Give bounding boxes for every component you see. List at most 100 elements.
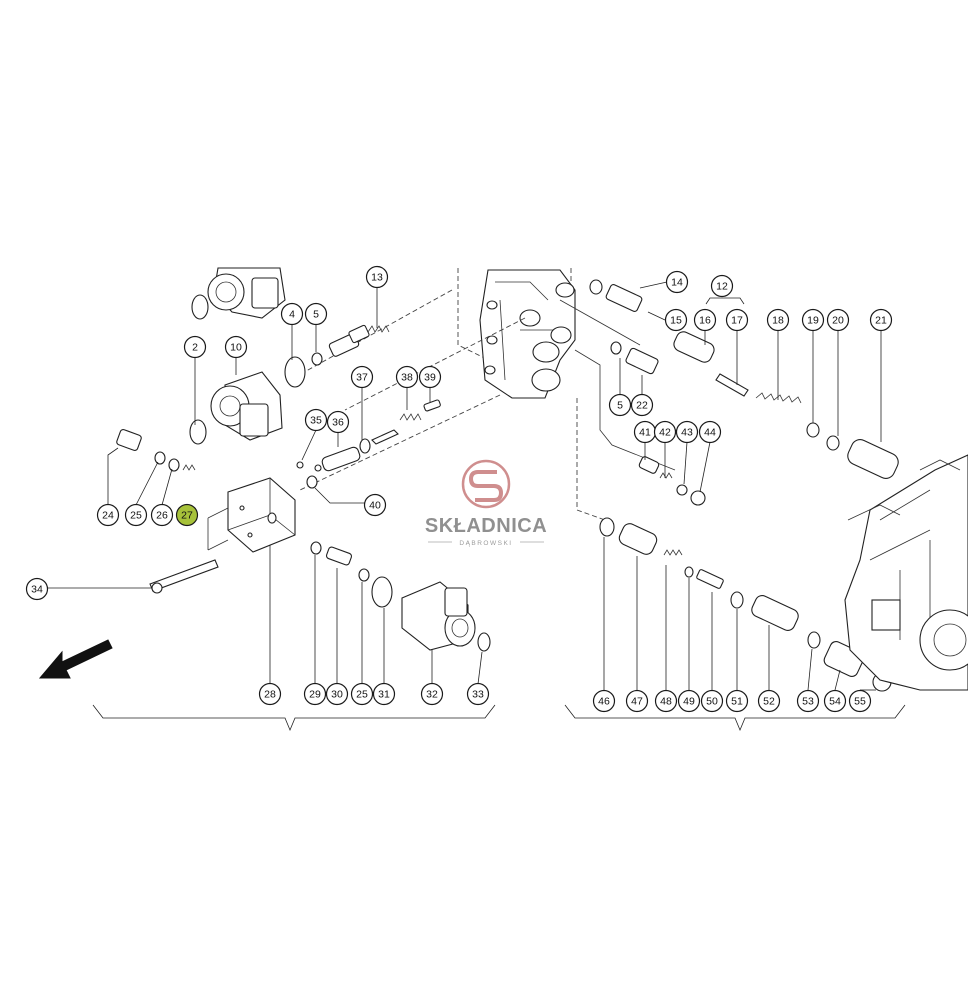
- parts-16-21: [673, 331, 899, 479]
- callout-24[interactable]: 24: [96, 503, 120, 527]
- parts-46-55: [599, 517, 892, 692]
- callout-circle: [258, 682, 282, 706]
- direction-arrow-icon: [38, 639, 113, 679]
- callout-label: 42: [659, 427, 671, 439]
- callout-label: 4: [289, 309, 295, 321]
- callout-35[interactable]: 35: [304, 408, 328, 432]
- callout-circle: [183, 335, 207, 359]
- callout-label: 51: [731, 696, 743, 708]
- callout-55[interactable]: 55: [848, 689, 872, 713]
- callout-label: 26: [156, 510, 168, 522]
- callout-label: 46: [598, 696, 610, 708]
- callout-31[interactable]: 31: [372, 682, 396, 706]
- callout-27[interactable]: 27: [175, 503, 199, 527]
- callout-15[interactable]: 15: [664, 308, 688, 332]
- callout-52[interactable]: 52: [757, 689, 781, 713]
- callout-circle: [653, 420, 677, 444]
- callout-25[interactable]: 25: [124, 503, 148, 527]
- callout-34[interactable]: 34: [25, 577, 49, 601]
- callout-40[interactable]: 40: [363, 493, 387, 517]
- callout-circle: [801, 308, 825, 332]
- callout-46[interactable]: 46: [592, 689, 616, 713]
- callout-label: 5: [617, 400, 623, 412]
- callout-17[interactable]: 17: [725, 308, 749, 332]
- callout-22[interactable]: 22: [630, 393, 654, 417]
- callout-label: 22: [636, 400, 648, 412]
- callout-circle: [175, 503, 199, 527]
- callout-50[interactable]: 50: [700, 689, 724, 713]
- callout-47[interactable]: 47: [625, 689, 649, 713]
- callout-circle: [325, 682, 349, 706]
- callout-circle: [869, 308, 893, 332]
- callout-2[interactable]: 2: [183, 335, 207, 359]
- bracket-right-group: [564, 704, 906, 732]
- callout-circle: [700, 689, 724, 713]
- callout-circle: [826, 308, 850, 332]
- callout-label: 5: [313, 309, 319, 321]
- callout-circle: [592, 689, 616, 713]
- callout-21[interactable]: 21: [869, 308, 893, 332]
- callout-circle: [350, 365, 374, 389]
- callout-42[interactable]: 42: [653, 420, 677, 444]
- callout-20[interactable]: 20: [826, 308, 850, 332]
- callout-circle: [823, 689, 847, 713]
- callout-25b[interactable]: 25: [350, 682, 374, 706]
- callout-circle: [630, 393, 654, 417]
- callout-label: 2: [192, 342, 198, 354]
- spool-13: [328, 324, 390, 357]
- callout-48[interactable]: 48: [654, 689, 678, 713]
- callout-51[interactable]: 51: [725, 689, 749, 713]
- callout-label: 53: [802, 696, 814, 708]
- callout-label: 29: [309, 689, 321, 701]
- callout-4[interactable]: 4: [280, 302, 304, 326]
- callout-label: 49: [683, 696, 695, 708]
- callout-41[interactable]: 41: [633, 420, 657, 444]
- callout-label: 40: [369, 500, 381, 512]
- callout-36[interactable]: 36: [326, 410, 350, 434]
- watermark-sub: DĄBROWSKI: [459, 540, 512, 547]
- callout-49[interactable]: 49: [677, 689, 701, 713]
- callout-53[interactable]: 53: [796, 689, 820, 713]
- callout-32[interactable]: 32: [420, 682, 444, 706]
- callout-5b[interactable]: 5: [608, 393, 632, 417]
- callout-label: 20: [832, 315, 844, 327]
- callout-circle: [757, 689, 781, 713]
- callout-circle: [304, 408, 328, 432]
- callout-label: 19: [807, 315, 819, 327]
- callout-28[interactable]: 28: [258, 682, 282, 706]
- callout-19[interactable]: 19: [801, 308, 825, 332]
- callout-12[interactable]: 12: [710, 274, 734, 298]
- callout-14[interactable]: 14: [665, 270, 689, 294]
- callout-54[interactable]: 54: [823, 689, 847, 713]
- callout-33[interactable]: 33: [466, 682, 490, 706]
- leader-lines: [47, 281, 882, 691]
- callout-label: 25: [130, 510, 142, 522]
- callout-circle: [280, 302, 304, 326]
- callout-5[interactable]: 5: [304, 302, 328, 326]
- callout-29[interactable]: 29: [303, 682, 327, 706]
- callout-circle: [710, 274, 734, 298]
- callout-10[interactable]: 10: [224, 335, 248, 359]
- callout-label: 47: [631, 696, 643, 708]
- callout-circle: [698, 420, 722, 444]
- callout-circle: [665, 270, 689, 294]
- callout-label: 10: [230, 342, 242, 354]
- callout-label: 12: [716, 281, 728, 293]
- callout-16[interactable]: 16: [693, 308, 717, 332]
- callout-44[interactable]: 44: [698, 420, 722, 444]
- callout-18[interactable]: 18: [766, 308, 790, 332]
- callout-37[interactable]: 37: [350, 365, 374, 389]
- callout-label: 44: [704, 427, 716, 439]
- callout-circle: [664, 308, 688, 332]
- callout-label: 52: [763, 696, 775, 708]
- callout-label: 37: [356, 372, 368, 384]
- watermark-logo-icon: [461, 459, 511, 509]
- callout-39[interactable]: 39: [418, 365, 442, 389]
- callout-38[interactable]: 38: [395, 365, 419, 389]
- callout-circle: [372, 682, 396, 706]
- callout-30[interactable]: 30: [325, 682, 349, 706]
- callout-43[interactable]: 43: [675, 420, 699, 444]
- callout-label: 28: [264, 689, 276, 701]
- callout-13[interactable]: 13: [365, 265, 389, 289]
- callout-26[interactable]: 26: [150, 503, 174, 527]
